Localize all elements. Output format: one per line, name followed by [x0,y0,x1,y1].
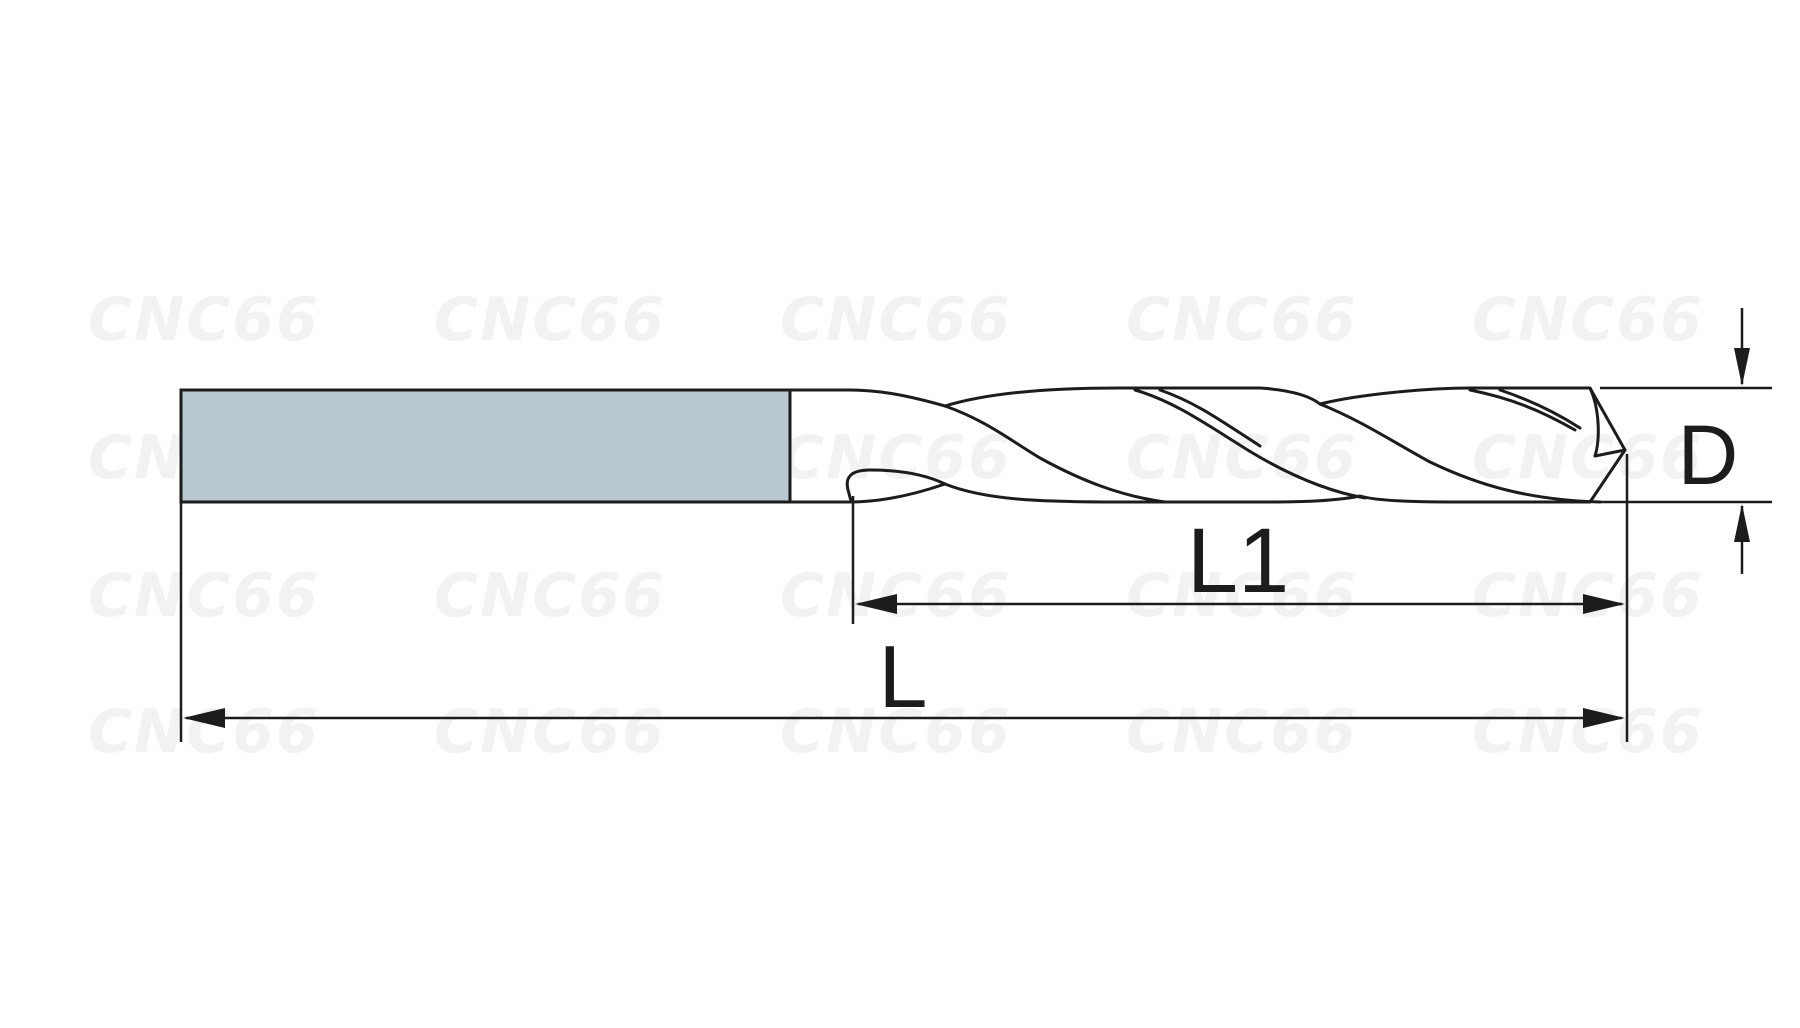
overall-length-dimension: L [179,502,1625,742]
flute-lines [845,386,1627,504]
watermark-text: CNC66 [1472,285,1704,355]
watermark-text: CNC66 [1126,561,1358,631]
flute-length-label: L1 [1187,510,1289,612]
watermark-text: CNC66 [780,697,1012,767]
watermark-text: CNC66 [1126,285,1358,355]
flute-length-arrowhead-end [1583,594,1625,614]
overall-length-label: L [879,627,928,726]
diameter-dimension: D [1600,308,1772,574]
watermark-text: CNC66 [88,561,320,631]
diameter-label: D [1678,408,1739,502]
watermark-text: CNC66 [1126,697,1358,767]
watermark-text: CNC66 [434,697,666,767]
watermark-text: CNC66 [88,285,320,355]
diameter-arrowhead-bottom [1734,504,1750,542]
overall-length-arrowhead-start [183,708,225,728]
flute-length-arrowhead-start [855,594,897,614]
watermark-text: CNC66 [1472,697,1704,767]
watermark-text: CNC66 [88,697,320,767]
watermark-text: CNC66 [780,423,1012,493]
drill-shank [179,388,792,504]
watermark-text: CNC66 [434,285,666,355]
watermark-text: CNC66 [434,561,666,631]
flute-length-dimension: L1 [851,454,1629,742]
overall-length-arrowhead-end [1583,708,1625,728]
diameter-arrowhead-top [1734,348,1750,386]
watermark-text: CNC66 [780,285,1012,355]
watermark-text: CNC66 [1472,423,1704,493]
